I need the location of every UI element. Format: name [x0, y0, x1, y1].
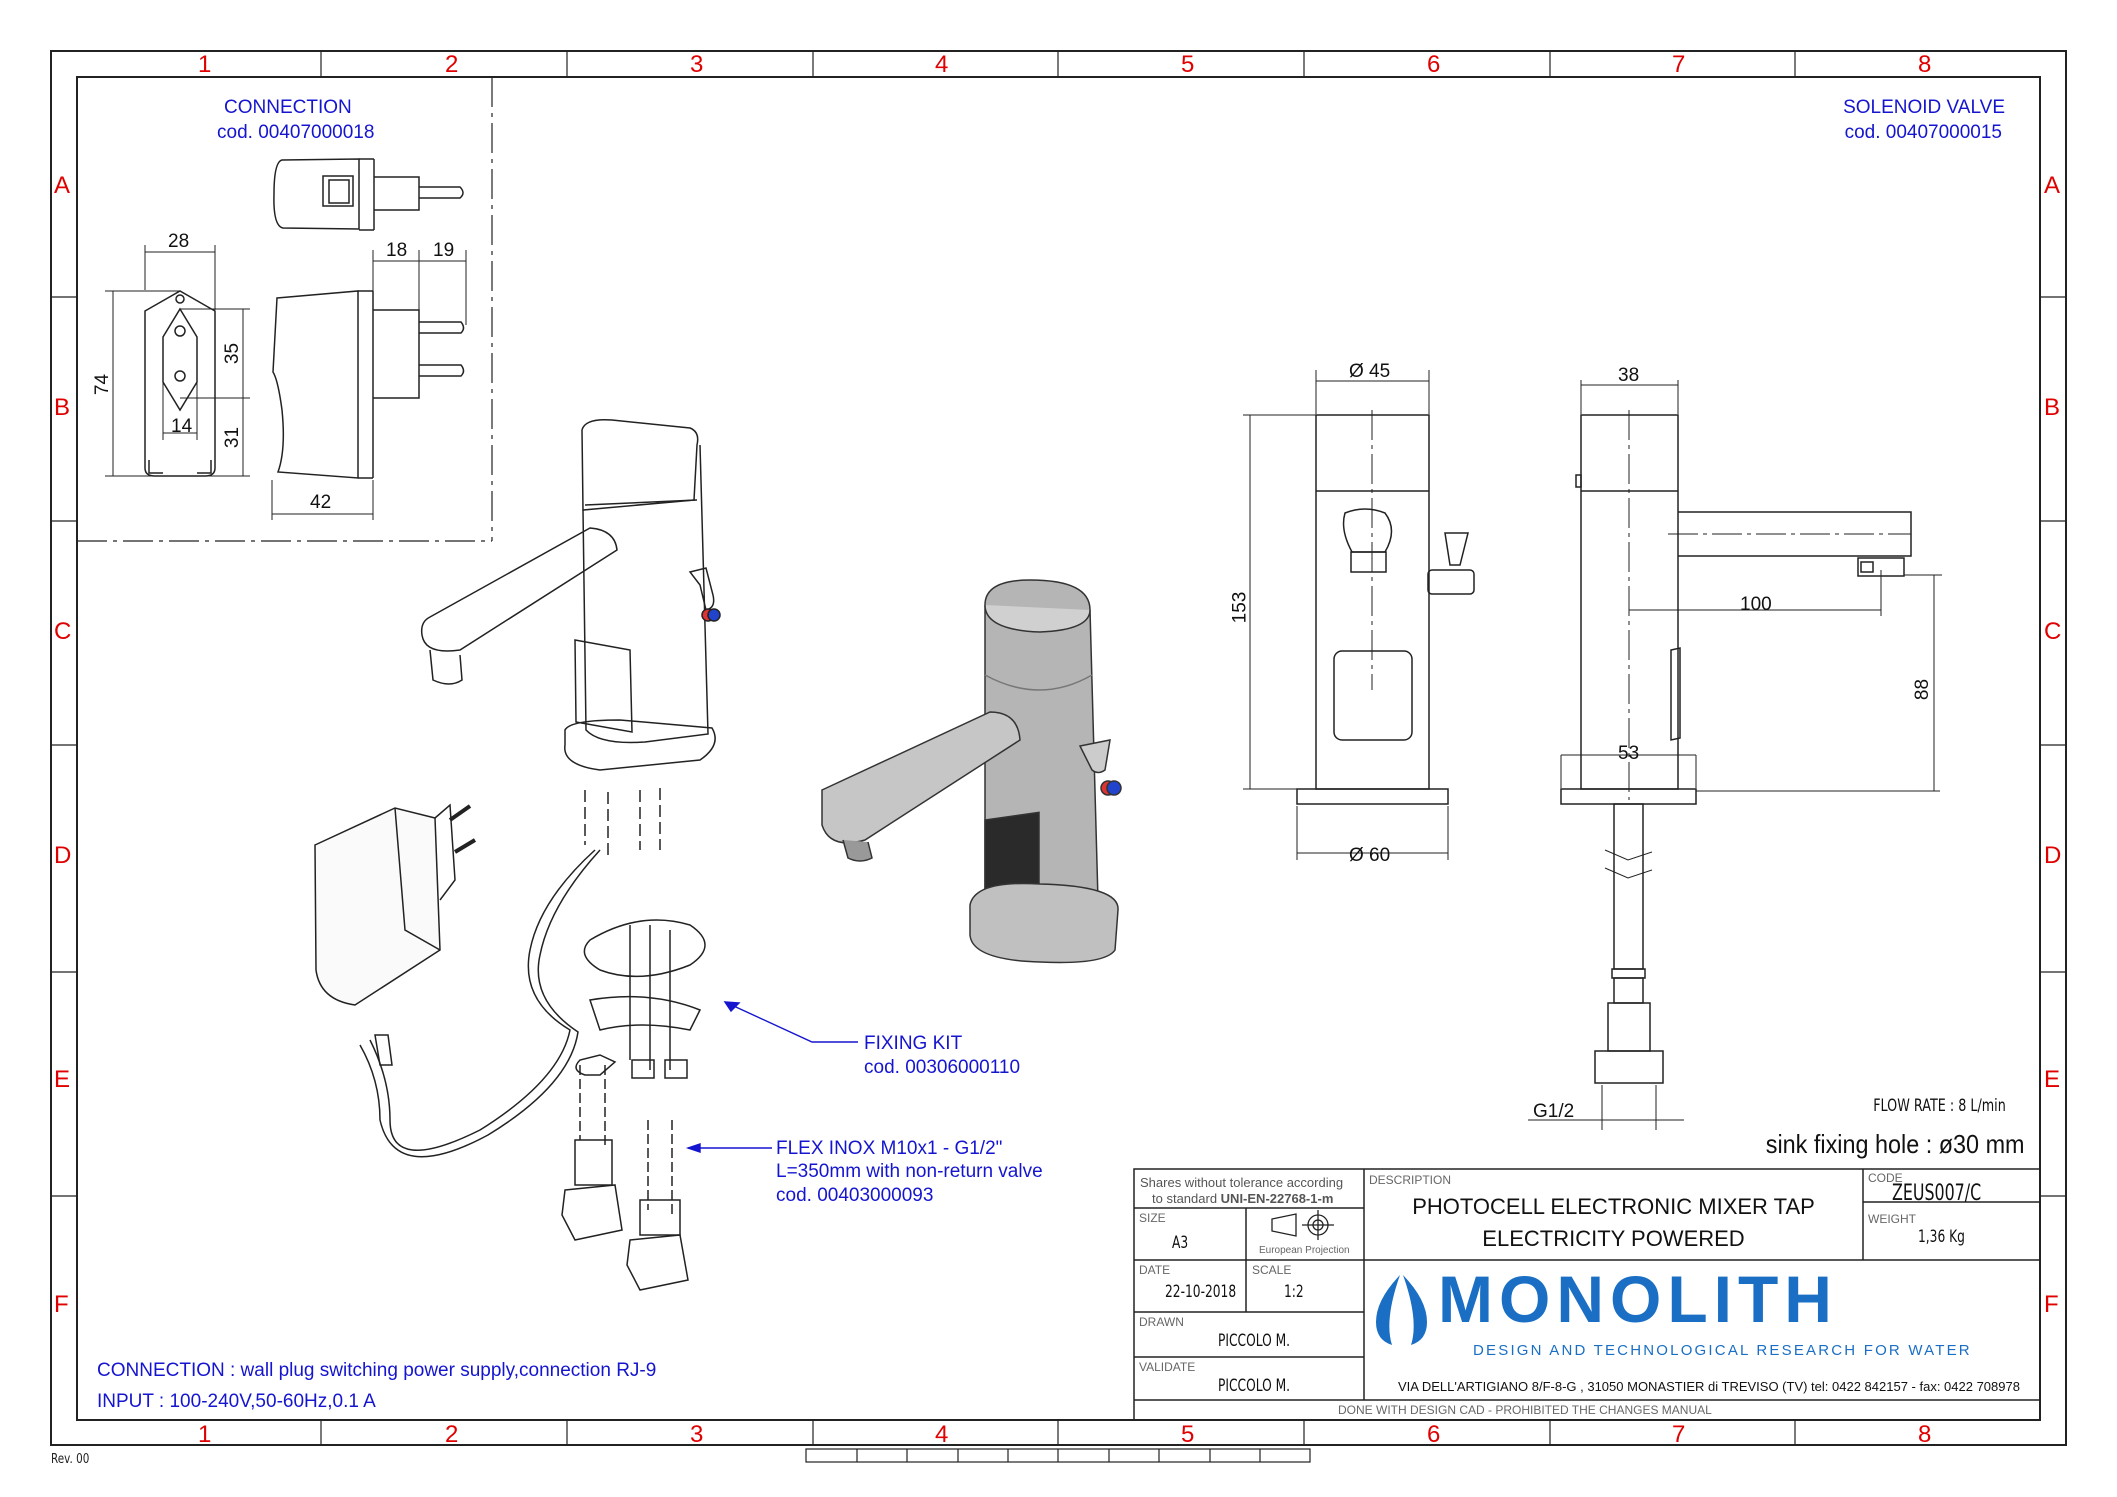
col-label: 7	[1672, 51, 1686, 78]
drawn-value: PICCOLO M.	[1218, 1331, 1291, 1351]
weight-label: WEIGHT	[1868, 1212, 1916, 1226]
adapter-side-view	[271, 250, 467, 520]
adapter-front-view	[105, 245, 250, 477]
fixing-kit-code: cod. 00306000110	[864, 1057, 1021, 1078]
monolith-logo-drop-icon	[1376, 1275, 1427, 1345]
col-label: 8	[1918, 51, 1932, 78]
dim-18: 18	[386, 240, 408, 261]
shaded-tap-render	[821, 579, 1122, 964]
solenoid-title: SOLENOID VALVE	[1843, 97, 2005, 118]
dim-100: 100	[1740, 594, 1772, 615]
row-label: F	[54, 1291, 69, 1318]
dim-diameter-45: Ø 45	[1349, 361, 1391, 382]
col-label: 4	[935, 1421, 949, 1448]
tolerance-line1: Shares without tolerance according	[1140, 1175, 1344, 1190]
tap-side-view	[1528, 380, 1942, 1130]
company-address: VIA DELL'ARTIGIANO 8/F-8-G , 31050 MONAS…	[1398, 1379, 2020, 1394]
sink-fixing-hole: sink fixing hole : ø30 mm	[1766, 1129, 2025, 1159]
brand-tagline: DESIGN AND TECHNOLOGICAL RESEARCH FOR WA…	[1473, 1342, 1972, 1359]
description-line1: PHOTOCELL ELECTRONIC MIXER TAP	[1412, 1196, 1815, 1218]
tolerance-prefix: to standard	[1152, 1191, 1218, 1206]
size-label: SIZE	[1139, 1211, 1166, 1225]
row-label: E	[54, 1066, 71, 1093]
flex-hose-title: FLEX INOX M10x1 - G1/2"	[776, 1138, 1003, 1159]
dim-35: 35	[222, 342, 244, 365]
dim-g12: G1/2	[1533, 1101, 1575, 1122]
dim-53: 53	[1618, 743, 1640, 764]
code-label: CODE	[1868, 1171, 1903, 1185]
col-label: 2	[445, 51, 459, 78]
projection-label: European Projection	[1259, 1245, 1350, 1256]
scale-value: 1:2	[1284, 1282, 1304, 1302]
row-label: D	[54, 842, 72, 869]
col-label: 1	[198, 1421, 212, 1448]
row-label: E	[2044, 1066, 2061, 1093]
tolerance-standard: UNI-EN-22768-1-m	[1220, 1191, 1334, 1206]
row-label: C	[2044, 618, 2062, 645]
revision-label: Rev. 00	[51, 1452, 90, 1467]
row-label: C	[54, 618, 72, 645]
european-projection-icon	[1271, 1210, 1334, 1240]
exploded-tap-lineart	[314, 418, 721, 1291]
tap-front-view	[1243, 370, 1475, 860]
col-label: 2	[445, 1421, 459, 1448]
tolerance-line2: to standard UNI-EN-22768-1-m	[1152, 1192, 1333, 1205]
connection-note: CONNECTION : wall plug switching power s…	[97, 1360, 657, 1381]
leader-lines	[685, 1001, 858, 1153]
dim-19: 19	[433, 240, 455, 261]
scale-ruler	[805, 1448, 1311, 1463]
col-label: 5	[1181, 1421, 1195, 1448]
brand-logo-text: MONOLITH	[1438, 1262, 1838, 1336]
row-label: B	[2044, 394, 2061, 421]
row-label: B	[54, 394, 71, 421]
col-label: 3	[690, 51, 704, 78]
weight-value: 1,36 Kg	[1918, 1227, 1965, 1247]
col-label: 3	[690, 1421, 704, 1448]
connection-code: cod. 00407000018	[217, 122, 375, 143]
connection-detail-border	[77, 77, 493, 542]
flex-hose-code: cod. 00403000093	[776, 1185, 934, 1206]
dim-38: 38	[1618, 365, 1640, 386]
date-value: 22-10-2018	[1165, 1282, 1237, 1302]
fixing-kit-title: FIXING KIT	[864, 1033, 963, 1054]
description-line2: ELECTRICITY POWERED	[1482, 1228, 1745, 1250]
flow-rate: FLOW RATE : 8 L/min	[1873, 1096, 2006, 1116]
col-label: 4	[935, 51, 949, 78]
adapter-top-view	[273, 158, 464, 231]
dim-31: 31	[222, 426, 244, 449]
input-note: INPUT : 100-240V,50-60Hz,0.1 A	[97, 1391, 376, 1412]
title-block-grid	[1133, 1168, 2041, 1421]
scale-label: SCALE	[1252, 1263, 1292, 1277]
col-label: 1	[198, 51, 212, 78]
size-value: A3	[1172, 1233, 1189, 1253]
description-label: DESCRIPTION	[1369, 1173, 1452, 1187]
cad-footer: DONE WITH DESIGN CAD - PROHIBITED THE CH…	[1338, 1403, 1712, 1417]
col-label: 6	[1427, 51, 1441, 78]
col-label: 6	[1427, 1421, 1441, 1448]
dim-diameter-60: Ø 60	[1349, 845, 1391, 866]
row-label: D	[2044, 842, 2062, 869]
dim-28: 28	[168, 231, 190, 252]
validate-value: PICCOLO M.	[1218, 1376, 1291, 1396]
row-label: A	[54, 172, 71, 199]
row-label: F	[2044, 1291, 2059, 1318]
dim-153: 153	[1229, 591, 1251, 624]
row-label: A	[2044, 172, 2061, 199]
dim-74: 74	[92, 373, 114, 396]
connection-title: CONNECTION	[224, 97, 352, 118]
dim-14: 14	[171, 416, 193, 437]
dim-88: 88	[1912, 678, 1934, 701]
flex-hose-desc: L=350mm with non-return valve	[776, 1161, 1043, 1182]
dim-42: 42	[310, 492, 332, 513]
col-label: 5	[1181, 51, 1195, 78]
sheet-frame	[50, 50, 2067, 1463]
col-label: 7	[1672, 1421, 1686, 1448]
date-label: DATE	[1139, 1263, 1171, 1277]
solenoid-code: cod. 00407000015	[1844, 122, 2002, 143]
validate-label: VALIDATE	[1139, 1360, 1196, 1374]
code-value: ZEUS007/C	[1892, 1181, 1982, 1206]
col-label: 8	[1918, 1421, 1932, 1448]
drawn-label: DRAWN	[1139, 1315, 1184, 1329]
